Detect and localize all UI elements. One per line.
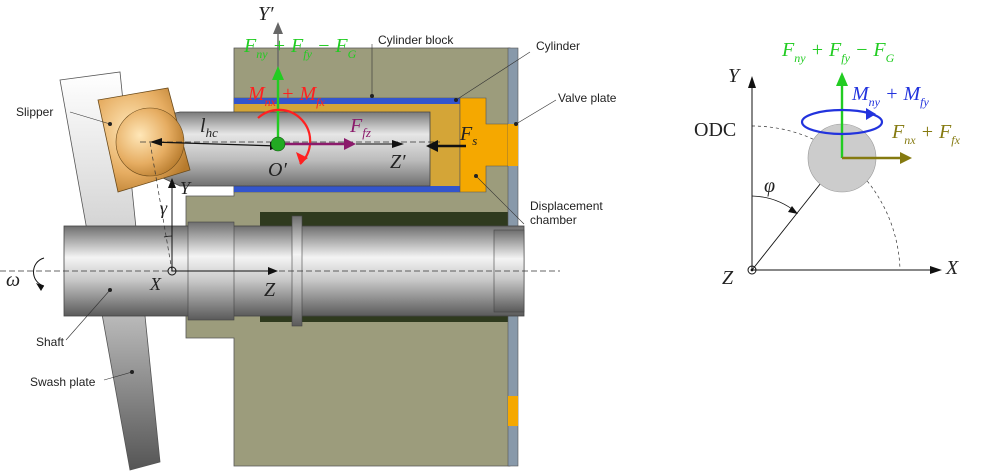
right-label-y: Y <box>728 65 741 87</box>
axis-z-shaft-head <box>268 267 278 275</box>
leader-displacement <box>475 175 525 225</box>
right-force-vertical-head <box>836 72 848 86</box>
symbol-o-prime: O′ <box>268 159 287 181</box>
right-label-moment: Mny + Mfy <box>851 83 929 109</box>
phi-arc <box>751 195 797 213</box>
symbol-fs: Fs <box>459 123 477 148</box>
right-label-z: Z <box>722 267 734 289</box>
symbol-z-prime: Z′ <box>390 151 406 173</box>
leader-swash-plate <box>103 371 133 381</box>
right-label-odc: ODC <box>694 119 736 141</box>
leader-valve-plate <box>515 99 557 125</box>
leader-dot-valve <box>514 122 518 126</box>
moment-arrowhead <box>296 152 308 164</box>
o-prime-point <box>270 136 286 152</box>
symbol-x: X <box>149 274 162 294</box>
right-label-phi: φ <box>764 175 775 197</box>
gamma-arc <box>163 235 173 238</box>
right-diagram <box>747 72 942 275</box>
symbol-z: Z <box>264 279 276 301</box>
right-moment-ellipse <box>800 108 884 136</box>
right-axis-x-head <box>930 266 942 274</box>
lhc-arrowhead-left <box>150 138 162 146</box>
axis-y-shaft-head <box>168 178 176 188</box>
label-cylinder-block: Cylinder block <box>378 33 454 47</box>
leader-shaft <box>65 289 111 341</box>
label-cylinder: Cylinder <box>536 39 580 53</box>
symbol-y-prime: Y′ <box>258 3 274 25</box>
leader-dot-block <box>370 94 374 98</box>
right-label-force-side: Fnx + Ffx <box>891 121 961 147</box>
omega-arrow-icon <box>36 283 44 291</box>
symbol-lhc: lhc <box>200 115 218 140</box>
symbol-y: Y <box>180 178 192 198</box>
right-label-force-top: Fny + Ffy − FG <box>781 39 895 65</box>
label-moment-left: Mnx + Mfx <box>247 83 325 109</box>
phi-arc-head <box>788 206 798 214</box>
symbol-gamma: γ <box>160 198 168 218</box>
label-valve-plate: Valve plate <box>558 91 617 105</box>
friction-force-arrowhead <box>344 138 356 150</box>
lhc-arrow <box>151 141 279 147</box>
piston <box>149 111 431 187</box>
omega-rotation-icon <box>33 257 45 287</box>
force-vertical-arrowhead <box>272 66 284 80</box>
label-slipper: Slipper <box>16 105 53 119</box>
leader-dot-swash <box>130 370 134 374</box>
spring-force-arrowhead <box>426 140 438 152</box>
leader-slipper <box>69 111 111 125</box>
leader-dot-cylinder <box>454 98 458 102</box>
leader-dot-shaft <box>108 288 112 292</box>
symbol-ffz: Ffz <box>349 115 371 140</box>
symbol-omega: ω <box>6 269 20 291</box>
label-swash-plate: Swash plate <box>30 375 96 389</box>
label-displacement: Displacement <box>530 199 603 213</box>
label-force-top: Fny + Ffy − FG <box>243 35 357 61</box>
right-label-x: X <box>945 257 959 279</box>
axis-z-prime-head <box>392 140 404 148</box>
right-axis-y-head <box>748 76 756 88</box>
leader-dot-slipper <box>108 122 112 126</box>
right-force-horizontal-head <box>900 152 912 164</box>
right-moment-head <box>866 108 876 120</box>
label-shaft: Shaft <box>36 335 65 349</box>
moment-arc <box>257 108 312 165</box>
right-origin-marker <box>747 265 757 275</box>
label-chamber: chamber <box>530 213 577 227</box>
leader-cylinder <box>455 51 531 101</box>
leader-dot-displacement <box>474 174 478 178</box>
axis-y-prime-head <box>273 22 283 34</box>
slipper-radius-line <box>149 141 173 272</box>
origin-x-marker <box>167 266 177 276</box>
